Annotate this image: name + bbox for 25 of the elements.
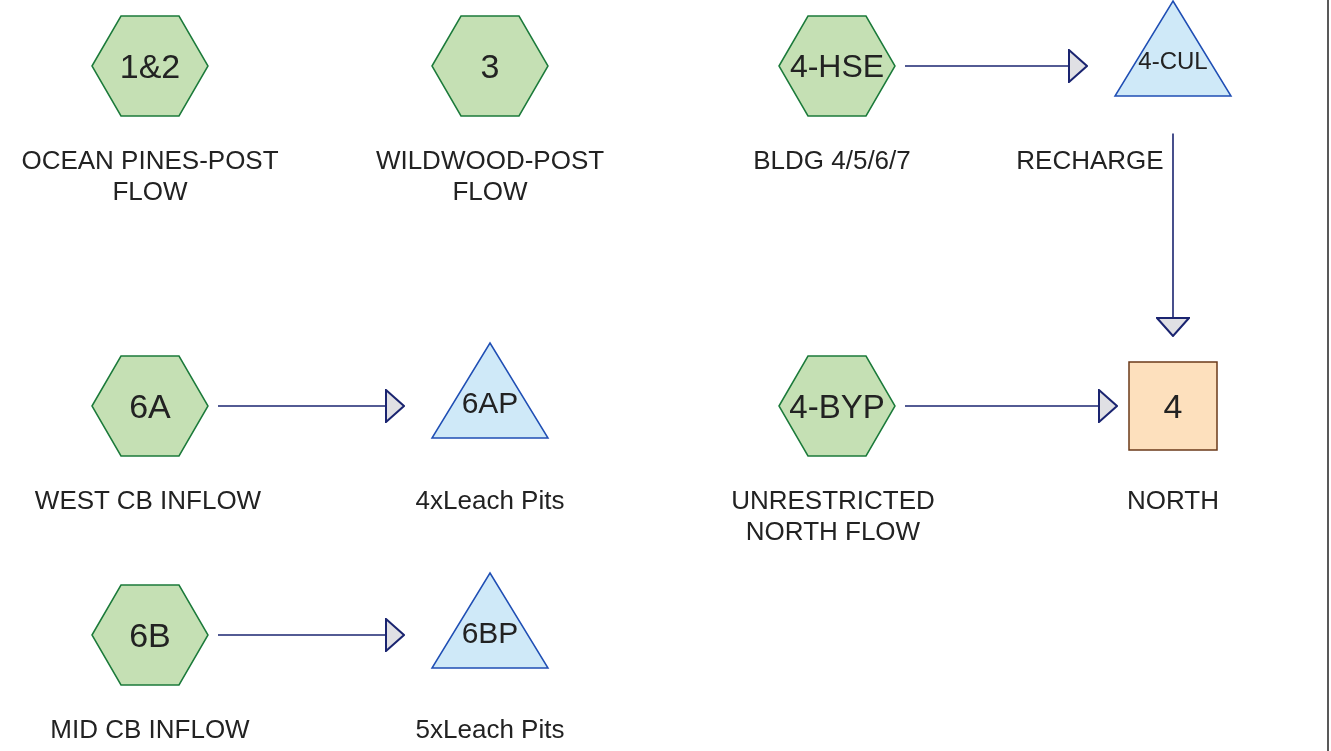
node-caption: BLDG 4/5/6/7	[752, 145, 912, 177]
node-id-label: 4-BYP	[789, 389, 885, 423]
node-caption: OCEAN PINES-POST FLOW	[20, 145, 280, 208]
node-id-label: 4-CUL	[1138, 49, 1208, 74]
node-id-label: 4-HSE	[789, 50, 885, 82]
node-id-label: 6BP	[461, 618, 519, 649]
node-id-label: 4	[1163, 389, 1183, 423]
node-id-label: 6A	[129, 389, 171, 423]
node-id-label: 6AP	[461, 388, 519, 419]
flow-arrow	[217, 389, 405, 423]
node-id-label: 3	[480, 49, 500, 83]
flow-arrow	[217, 618, 405, 652]
flow-arrow	[904, 49, 1088, 83]
flow-arrow	[904, 389, 1118, 423]
node-caption: MID CB INFLOW	[49, 714, 251, 746]
node-caption: RECHARGE	[1015, 145, 1165, 177]
node-caption: 5xLeach Pits	[414, 714, 566, 746]
node-caption: WILDWOOD-POST FLOW	[374, 145, 606, 208]
node-caption: UNRESTRICTED NORTH FLOW	[730, 485, 936, 548]
node-id-label: 1&2	[119, 49, 181, 83]
node-caption: 4xLeach Pits	[414, 485, 566, 517]
node-caption: WEST CB INFLOW	[33, 485, 263, 517]
node-caption: NORTH	[1126, 485, 1220, 517]
node-id-label: 6B	[129, 618, 171, 652]
flow-arrow	[1156, 132, 1190, 337]
